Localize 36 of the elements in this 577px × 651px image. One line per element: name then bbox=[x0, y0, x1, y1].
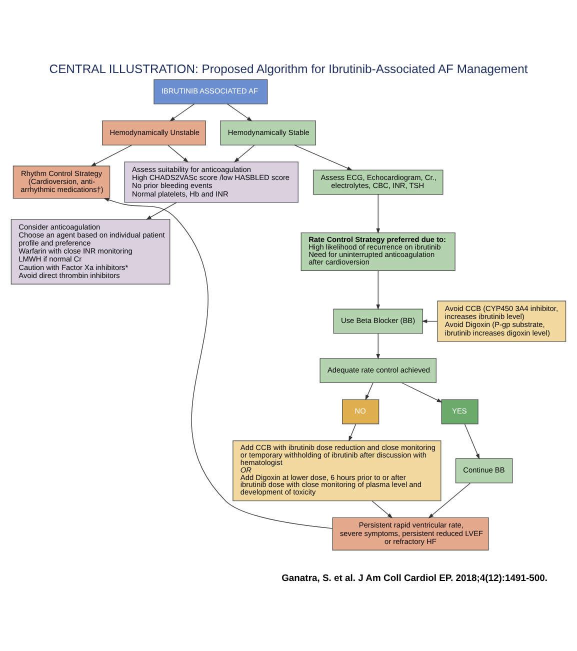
node-box: Rhythm Control Strategy (Cardioversion, anti-arrhythmic medications†) bbox=[12, 165, 110, 198]
arrow bbox=[146, 202, 177, 220]
node-box: Avoid CCB (CYP450 3A4 inhibitor, increases ibrutinib level) Avoid Digoxin (P-gp substrate, ibrutinib increases digoxin level) bbox=[437, 300, 566, 342]
arrow bbox=[464, 423, 480, 459]
arrow bbox=[401, 382, 442, 402]
node-box: NO bbox=[342, 398, 380, 424]
arrow bbox=[294, 144, 353, 170]
node-box: Add CCB with ibrutinib dose reduction and close monitoring or temporary withholding of ibrutinib after discussion with hematologist OR Add Digoxin at lower dose, 6 hours prior to or after ibrutinib dose with close monitoring of plasma level and development of toxicity bbox=[232, 440, 442, 501]
node-box: Continue BB bbox=[455, 458, 513, 483]
node-box: Rate Control Strategy preferred due to: High likelihood of recurrence on ibrutinib Need for uninterrupted anticoagulation after cardioversion bbox=[300, 232, 456, 270]
arrow bbox=[170, 103, 195, 121]
node-box: Consider anticoagulation Choose an agent based on individual patient profile and preference Warfarin with close INR monitoring LMWH if normal Cr Caution with Factor Xa inhibitors* Avoid direct thrombin inhibitors bbox=[10, 218, 170, 284]
arrow bbox=[365, 382, 374, 400]
node-box: Hemodynamically Stable bbox=[220, 120, 316, 145]
arrow bbox=[90, 144, 132, 166]
node-box: Adequate rate control achieved bbox=[320, 358, 436, 383]
node-box: Hemodynamically Unstable bbox=[102, 120, 206, 145]
arrow bbox=[376, 194, 380, 234]
arrow bbox=[234, 144, 255, 162]
caption: Ganatra, S. et al. J Am Coll Cardiol EP. 2018;4(12):1491-500. bbox=[282, 572, 548, 584]
node-box: Assess suitability for anticoagulation High CHADS2VASc score /low HASBLED score No prior bleeding events Normal platelets, Hb and INR bbox=[124, 161, 298, 202]
node-box: Assess ECG, Echocardiogram, Cr., electrolytes, CBC, INR, TSH bbox=[312, 169, 444, 194]
arrow bbox=[422, 318, 438, 323]
arrow bbox=[168, 144, 189, 162]
arrow bbox=[428, 482, 471, 518]
node-box: IBRUTINIB ASSOCIATED AF bbox=[154, 78, 268, 104]
arrow bbox=[372, 500, 393, 518]
node-box: Persistent rapid ventricular rate, severe symptoms, persistent reduced LVEF or refractory HF bbox=[332, 516, 489, 550]
node-box: Use Beta Blocker (BB) bbox=[333, 308, 423, 334]
node-box: YES bbox=[441, 398, 478, 424]
arrow bbox=[376, 332, 380, 359]
arrow bbox=[104, 198, 333, 528]
arrow bbox=[376, 270, 380, 310]
arrow bbox=[226, 103, 252, 121]
diagram-title: CENTRAL ILLUSTRATION: Proposed Algorithm for Ibrutinib-Associated AF Management bbox=[49, 62, 528, 76]
arrow bbox=[348, 423, 356, 441]
